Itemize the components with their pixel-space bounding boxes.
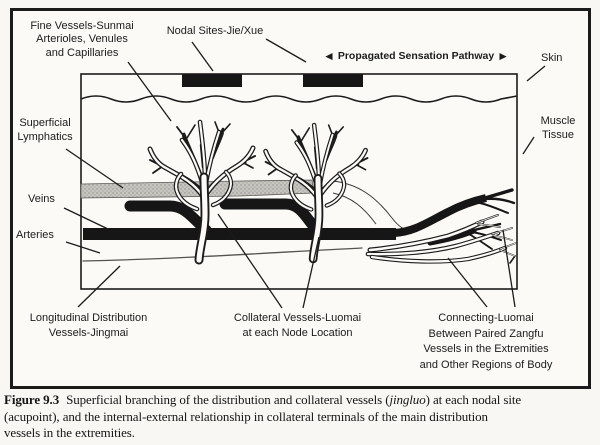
caption-line-3: vessels in the extremities. [4, 425, 135, 440]
label-line: Vessels in the Extremities [423, 343, 549, 355]
leader-fine-vessels [127, 61, 172, 122]
vein-band [83, 188, 516, 250]
label-line: Collateral Vessels-Luomai [233, 312, 362, 324]
leader-connecting-right [502, 229, 516, 308]
label-propagated-sensation-pathway: ◄ Propagated Sensation Pathway ► [323, 49, 509, 63]
label-longitudinal-vessels: Longitudinal Distribution Vessels-Jingma… [16, 311, 161, 341]
leader-nodal-right [265, 38, 307, 63]
label-fine-vessels: Fine Vessels-Sunmai Arterioles, Venules … [22, 20, 142, 60]
cross-section-frame [80, 73, 518, 290]
artery-vessel [82, 214, 517, 264]
nodal-site-bar-2 [303, 74, 363, 87]
label-line: at each Node Location [242, 327, 353, 339]
label-superficial-lymphatics: Superficial Lymphatics [7, 116, 83, 144]
leader-connecting-left [447, 257, 488, 308]
label-line: Vessels-Jingmai [48, 327, 129, 339]
skin-surface-line [80, 95, 518, 103]
label-arteries: Arteries [16, 229, 54, 241]
label-line: Longitudinal Distribution [29, 312, 148, 324]
label-line: and Other Regions of Body [419, 358, 553, 371]
label-line: Lymphatics [17, 131, 73, 144]
label-muscle-tissue: Muscle Tissue [532, 114, 584, 142]
label-line: Arterioles, Venules [36, 33, 128, 46]
leader-muscle [522, 136, 535, 155]
leader-collateral-left [217, 213, 283, 309]
label-line: Tissue [542, 129, 574, 142]
leader-veins [63, 207, 109, 230]
label-skin: Skin [541, 52, 563, 64]
leader-skin [526, 65, 546, 82]
right-arrow-icon: ► [497, 49, 509, 63]
label-connecting-luomai: Connecting-Luomai Between Paired Zangfu … [406, 311, 566, 373]
leader-lymphatics [65, 148, 124, 189]
leader-longitudinal [77, 265, 121, 308]
leader-nodal-left [191, 41, 214, 72]
nodal-site-bars [182, 74, 363, 87]
leader-lines [63, 38, 546, 309]
leader-collateral-right [302, 236, 320, 309]
label-line: and Capillaries [45, 46, 119, 59]
nodal-site-bar-1 [182, 74, 242, 87]
label-line: Connecting-Luomai [438, 312, 534, 324]
label-line: Muscle [540, 115, 576, 127]
label-nodal-sites: Nodal Sites-Jie/Xue [166, 25, 264, 37]
italic-term: jingluo [389, 392, 426, 407]
label-collateral-vessels: Collateral Vessels-Luomai at each Node L… [220, 311, 375, 341]
figure-number: Figure 9.3 [4, 392, 60, 407]
label-line: Superficial [19, 117, 71, 129]
leader-arteries [65, 241, 101, 254]
caption-line-2: (acupoint), and the internal-external re… [4, 408, 488, 424]
label-line: Between Paired Zangfu [428, 327, 544, 340]
left-arrow-icon: ◄ [323, 49, 335, 63]
label-line: Fine Vessels-Sunmai [30, 20, 134, 32]
label-veins: Veins [28, 193, 55, 205]
